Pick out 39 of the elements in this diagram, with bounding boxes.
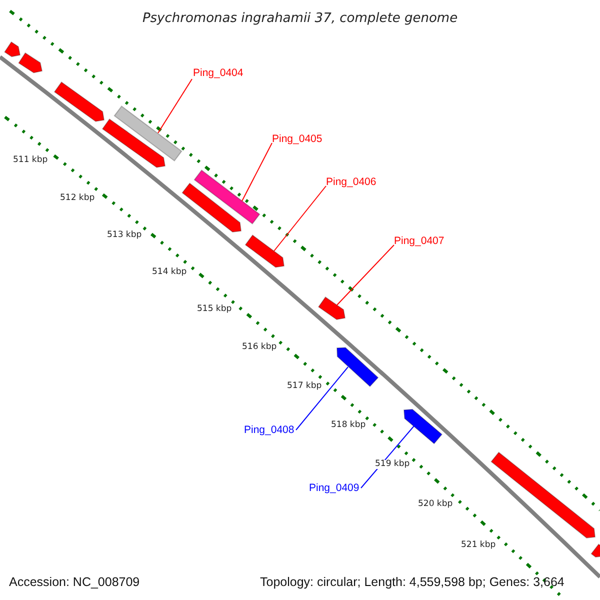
gene-feature [403, 408, 443, 444]
gene-feature [318, 296, 346, 320]
gene-label: Ping_0404 [193, 68, 244, 78]
gene-feature [102, 118, 166, 168]
gene-feature [182, 182, 242, 233]
scale-label: 521 kbp [461, 541, 496, 550]
gene-label: Ping_0406 [326, 177, 376, 188]
gene-label: Ping_0407 [394, 236, 444, 246]
gene-feature [54, 81, 105, 122]
leader-line [242, 142, 272, 202]
scale-label: 511 kbp [13, 156, 48, 164]
scale-label: 520 kbp [418, 500, 453, 508]
gene-feature [490, 452, 596, 538]
scale-label: 516 kbp [242, 343, 277, 352]
leader-line [336, 244, 394, 306]
scale-label: 517 kbp [287, 382, 322, 390]
gene-feature [244, 234, 285, 268]
scale-label: 519 kbp [375, 460, 410, 468]
gene-feature [336, 347, 379, 388]
gene-feature [18, 52, 43, 74]
gene-label: Ping_0408 [244, 425, 294, 436]
scale-label: 515 kbp [197, 305, 232, 314]
leader-line [296, 366, 348, 430]
scale-label: 514 kbp [152, 268, 187, 276]
diagram-title: Psychromonas ingrahamii 37, complete genome [141, 12, 459, 25]
footer-text: Topology: circular; Length: 4,559,598 bp; Genes: 3,664 [260, 576, 564, 588]
gene-feature [114, 106, 182, 162]
scale-label: 512 kbp [60, 194, 95, 202]
footer-text: Accession: NC_008709 [9, 576, 140, 588]
gene-feature [194, 170, 260, 224]
gene-label: Ping_0409 [309, 483, 360, 494]
scale-label: 513 kbp [107, 231, 142, 240]
leader-line [360, 426, 414, 488]
leader-line [274, 186, 326, 252]
gene-feature [4, 41, 21, 58]
gene-feature [590, 544, 600, 558]
leader-line [158, 78, 192, 134]
scale-label: 518 kbp [331, 421, 366, 430]
gene-label: Ping_0405 [272, 134, 322, 144]
